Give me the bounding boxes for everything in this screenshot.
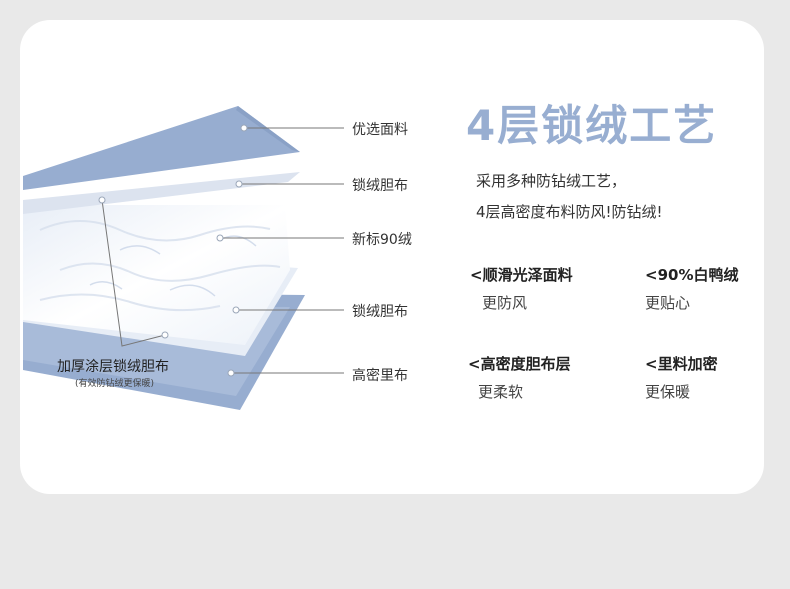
feature-title: <顺滑光泽面料 [470,266,573,284]
coated-liner-title: 加厚涂层锁绒胆布 [57,359,169,375]
marker-dot [232,306,240,314]
description-line-2: 4层高密度布料防风!防钻绒! [476,203,663,221]
feature-subtitle: 更防风 [482,294,528,312]
marker-dot [216,234,224,242]
feature-subtitle: 更贴心 [645,294,691,312]
feature-title: <高密度胆布层 [468,355,571,373]
feature-title: <里料加密 [645,355,718,373]
layer-label-lining: 高密里布 [352,368,408,384]
upper-liner-layer [23,172,300,214]
down-fill-layer [23,205,290,345]
feature-subtitle: 更保暖 [645,383,691,401]
layer-label-upper-liner: 锁绒胆布 [352,178,408,194]
marker-dot [235,180,243,188]
layer-label-lower-liner: 锁绒胆布 [352,304,408,320]
marker-dot [161,331,169,339]
marker-dot [98,196,106,204]
feature-subtitle: 更柔软 [478,383,524,401]
marker-dot [240,124,248,132]
feature-title: <90%白鸭绒 [645,266,739,284]
top-fabric-layer [23,106,300,190]
description-line-1: 采用多种防钻绒工艺， [476,172,627,190]
layer-label-down-fill: 新标90绒 [352,232,412,248]
marker-dot [227,369,235,377]
layer-label-top-fabric: 优选面料 [352,122,408,138]
coated-liner-subtitle: (有效防钻绒更保暖) [75,379,155,389]
page-title: 4层锁绒工艺 [466,101,718,150]
